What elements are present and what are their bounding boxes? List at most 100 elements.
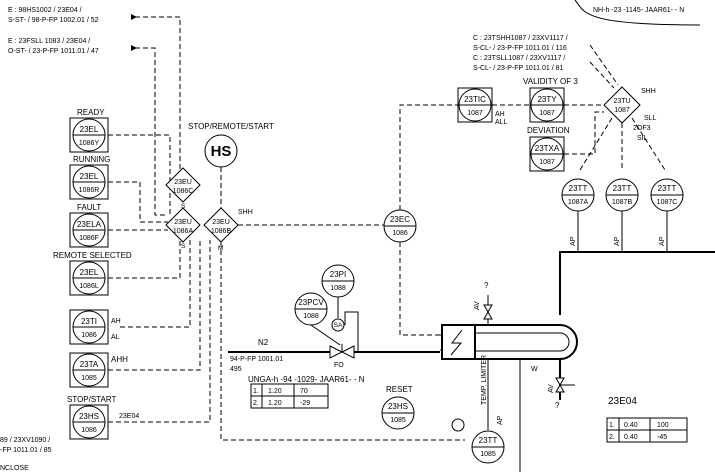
ec-to-tic-signal	[399, 104, 458, 210]
w-label: W	[531, 366, 538, 373]
ti-al: AL	[111, 334, 120, 341]
svg-text:23PI: 23PI	[330, 270, 346, 279]
ta-instrument[interactable]: 23TA 1085	[69, 352, 109, 388]
exchanger-tube	[475, 332, 570, 352]
remote-signal	[108, 240, 181, 279]
hs-start-instrument[interactable]: 23HS 1086	[69, 404, 109, 440]
q-label-1: ?	[484, 281, 489, 290]
relief-valve-1[interactable]	[483, 304, 493, 314]
heat-exchanger-23e04[interactable]	[440, 324, 578, 360]
svg-text:1086Y: 1086Y	[79, 140, 100, 147]
pcv-instrument[interactable]: 23PCV 1088	[294, 292, 328, 326]
tt-limiter-instrument[interactable]: 23TT 1085	[471, 430, 505, 464]
el-running-instrument[interactable]: 23EL 1086R	[69, 164, 109, 200]
sil-label: SIL	[637, 135, 648, 142]
bottom-ref-line2: -FP 1011.01 / 85	[0, 447, 52, 454]
svg-text:23ELA: 23ELA	[77, 220, 102, 229]
validity-label: VALIDITY OF 3	[523, 77, 578, 86]
stop-remote-start-label: STOP/REMOTE/START	[188, 122, 274, 131]
ti-signal	[120, 240, 191, 328]
tic-ah: AH	[495, 111, 505, 118]
ap-label-4: AP	[497, 415, 504, 425]
relief-valve-1b	[483, 310, 493, 320]
svg-text:HS: HS	[211, 143, 232, 160]
alarm-indicator-icon	[451, 418, 465, 432]
ec-instrument[interactable]: 23EC 1086	[383, 209, 417, 243]
svg-text:23TY: 23TY	[537, 95, 557, 104]
eu-a-logic[interactable]: 23EU 1086A	[165, 207, 201, 243]
svg-text:1088: 1088	[330, 285, 346, 292]
right-ref-line3: C : 23TSLL1087 / 23XV1117 /	[473, 55, 565, 62]
pcv-valve[interactable]	[329, 344, 355, 359]
pcv-impulse-line	[344, 311, 359, 352]
tic-instrument[interactable]: 23TIC 1087	[457, 87, 493, 123]
ready-label: READY	[77, 108, 105, 117]
right-ref-line2: S-CL- / 23-P-FP 1011.01 / 116	[473, 45, 567, 52]
el-remote-instrument[interactable]: 23EL 1086L	[69, 260, 109, 296]
hs-start-signal	[108, 240, 211, 423]
svg-text:1086B: 1086B	[211, 228, 232, 235]
svg-text:1.: 1.	[609, 422, 615, 429]
line-no-2: 495	[230, 366, 242, 373]
n2-label: N2	[258, 338, 269, 347]
svg-text:1087C: 1087C	[657, 199, 678, 206]
running-signal	[108, 181, 168, 223]
ap-label-3: AP	[659, 236, 666, 246]
shh-left: SHH	[238, 209, 253, 216]
svg-text:23HS: 23HS	[79, 412, 99, 421]
ta-ahh: AHH	[111, 355, 128, 364]
ref2-arrow	[131, 45, 137, 51]
tt-a-instrument[interactable]: 23TT 1087A	[561, 178, 595, 212]
process-header-line	[559, 251, 715, 315]
tu-logic[interactable]: 23TU 1087	[603, 86, 641, 124]
svg-text:23HS: 23HS	[388, 402, 408, 411]
svg-text:100: 100	[657, 422, 669, 429]
top-right-boundary	[574, 0, 701, 26]
txa-instrument[interactable]: 23TXA 1087	[529, 136, 565, 172]
stop-start-label: STOP/START	[67, 395, 116, 404]
av-label-2: AV	[548, 384, 555, 393]
svg-text:23EL: 23EL	[80, 268, 99, 277]
tu-to-tta	[579, 117, 613, 171]
svg-text:0.40: 0.40	[624, 422, 638, 429]
ela-fault-instrument[interactable]: 23ELA 1086F	[69, 212, 109, 248]
deviation-label: DEVIATION	[527, 126, 570, 135]
bottom-ref-line3: NCLOSE	[0, 465, 29, 472]
hs-main-instrument[interactable]: HS	[204, 134, 238, 168]
svg-text:1088: 1088	[303, 313, 319, 320]
el-ready-instrument[interactable]: 23EL 1086Y	[69, 117, 109, 153]
pi-instrument[interactable]: 23PI 1088	[321, 264, 355, 298]
tt-c-instrument[interactable]: 23TT 1087C	[650, 178, 684, 212]
svg-text:23TA: 23TA	[80, 360, 99, 369]
tt-b-instrument[interactable]: 23TT 1087B	[605, 178, 639, 212]
ref1-signal-line	[135, 16, 181, 175]
left-ref2-line1: E : 23FSLL 1083 / 23E04 /	[8, 38, 90, 45]
table-left: 1. 1.20 70 2. 1.20 -29	[250, 383, 329, 409]
fault-label: FAULT	[77, 203, 101, 212]
hs-reset-instrument[interactable]: 23HS 1085	[381, 396, 415, 430]
eu-to-tt-signal	[220, 242, 465, 441]
left-ref2-line2: O-ST- / 23-P-FP 1011.01 / 47	[8, 48, 99, 55]
svg-text:1.20: 1.20	[268, 400, 282, 407]
ti-instrument[interactable]: 23TI 1086	[69, 309, 109, 345]
right-ref-signal2	[589, 61, 615, 89]
ty-instrument[interactable]: 23TY 1087	[529, 87, 565, 123]
sll-label: SLL	[644, 115, 657, 122]
svg-text:23TT: 23TT	[479, 436, 498, 445]
tu-to-ttc	[631, 117, 666, 171]
relief-valve-2[interactable]	[555, 377, 565, 387]
svg-text:1086: 1086	[392, 230, 408, 237]
svg-text:1085: 1085	[390, 417, 406, 424]
eu-c-logic[interactable]: 23EU 1086C	[165, 167, 201, 203]
svg-text:2.: 2.	[609, 434, 615, 441]
ap-label-2: AP	[614, 236, 621, 246]
svg-text:23TT: 23TT	[613, 184, 632, 193]
svg-text:-45: -45	[657, 434, 667, 441]
eu-b-logic[interactable]: 23EU 1086B	[203, 207, 239, 243]
svg-text:23TIC: 23TIC	[464, 95, 486, 104]
svg-text:SA: SA	[334, 322, 343, 329]
svg-text:1085: 1085	[480, 451, 496, 458]
sa-symbol: SA	[331, 318, 345, 332]
svg-text:70: 70	[300, 388, 308, 395]
fo-label: FO	[334, 362, 344, 369]
